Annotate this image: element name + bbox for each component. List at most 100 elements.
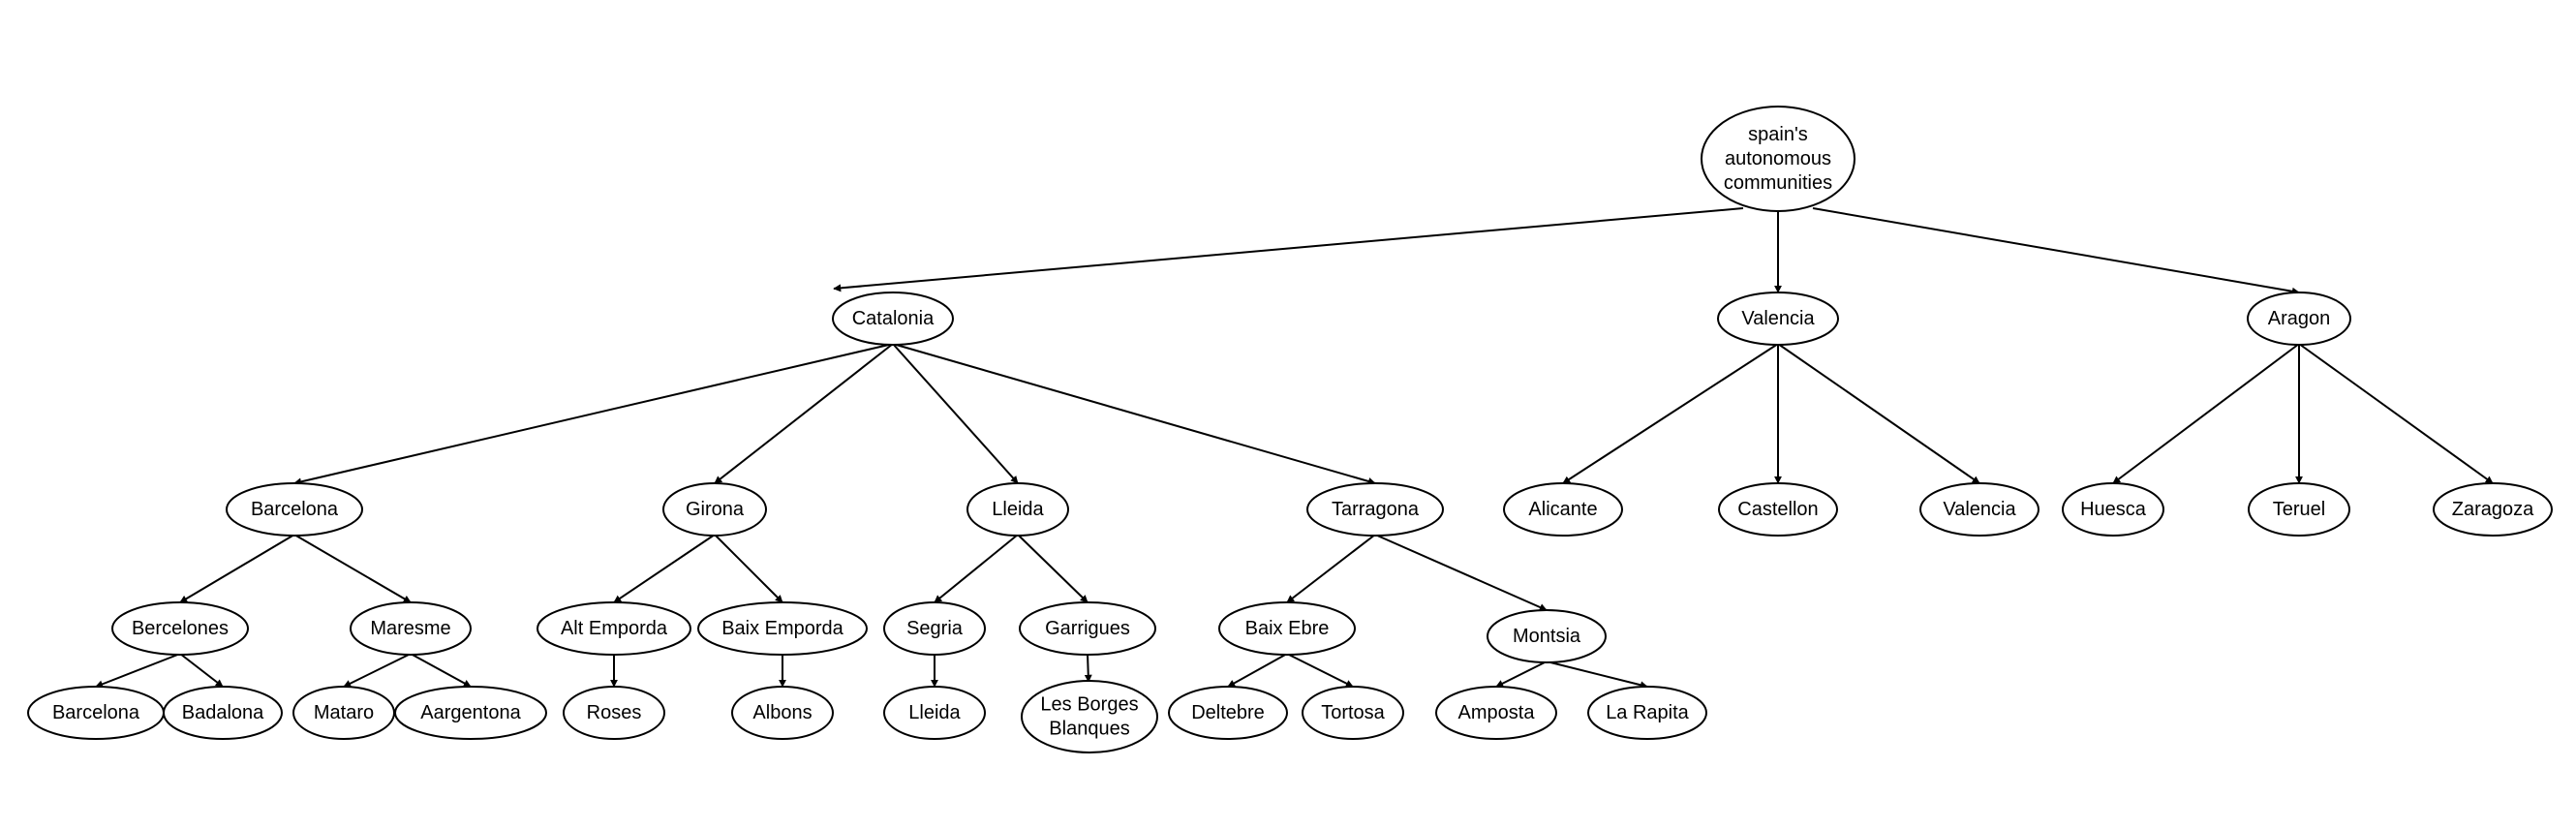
node-label-amposta: Amposta — [1458, 702, 1536, 723]
node-label-castellon: Castellon — [1737, 499, 1818, 520]
node-label-bercelones: Bercelones — [132, 618, 229, 639]
node-ellipse-la-rapita — [1587, 686, 1707, 740]
node-bercelones: Bercelones — [111, 601, 249, 656]
edge-aragon-to-huesca — [2112, 343, 2300, 484]
node-ellipse-tortosa — [1302, 686, 1404, 740]
node-label-les-borges-blanques-line-1: Les Borges — [1040, 694, 1138, 716]
node-label-aragon: Aragon — [2268, 308, 2331, 329]
node-teruel: Teruel — [2248, 482, 2350, 537]
edge-root-to-aragon — [1812, 207, 2300, 295]
node-label-lleida: Lleida — [992, 499, 1044, 520]
node-ellipse-huesca — [2062, 482, 2164, 537]
edge-girona-to-baix-emporda — [714, 534, 783, 603]
node-ellipse-girona — [662, 482, 767, 537]
node-label-lleida-city: Lleida — [908, 702, 961, 723]
node-ellipse-zaragoza — [2433, 482, 2553, 537]
node-catalonia: Catalonia — [832, 292, 954, 346]
node-label-barcelona: Barcelona — [251, 499, 339, 520]
edge-valencia-to-alicante — [1562, 343, 1779, 484]
node-la-rapita: La Rapita — [1587, 686, 1707, 740]
node-label-deltebre: Deltebre — [1191, 702, 1265, 723]
edge-bercelones-to-badalona — [179, 653, 224, 688]
node-label-segria: Segria — [906, 618, 964, 639]
node-label-huesca: Huesca — [2080, 499, 2147, 520]
node-ellipse-alicante — [1503, 482, 1623, 537]
node-ellipse-alt-emporda — [537, 601, 691, 656]
node-ellipse-montsia — [1487, 609, 1607, 663]
edge-maresme-to-aargentona — [410, 653, 472, 688]
node-aargentona: Aargentona — [394, 686, 547, 740]
edge-baix-ebre-to-deltebre — [1227, 653, 1288, 688]
node-lleida: Lleida — [966, 482, 1069, 537]
edge-montsia-to-la-rapita — [1546, 660, 1648, 690]
edge-lleida-to-segria — [934, 534, 1019, 603]
node-maresme: Maresme — [350, 601, 472, 656]
node-ellipse-aragon — [2247, 292, 2351, 346]
node-ellipse-les-borges-blanques — [1021, 680, 1158, 753]
edge-lleida-to-garrigues — [1017, 534, 1089, 603]
node-label-aargentona: Aargentona — [420, 702, 521, 723]
node-girona: Girona — [662, 482, 767, 537]
node-amposta: Amposta — [1435, 686, 1557, 740]
node-ellipse-castellon — [1718, 482, 1838, 537]
node-castellon: Castellon — [1718, 482, 1838, 537]
node-garrigues: Garrigues — [1019, 601, 1156, 656]
edge-aragon-to-zaragoza — [2298, 343, 2494, 484]
node-ellipse-deltebre — [1168, 686, 1288, 740]
node-label-root-line-1: spain's — [1748, 124, 1808, 145]
node-label-valencia-city: Valencia — [1943, 499, 2016, 520]
edge-barcelona-to-maresme — [293, 534, 412, 603]
node-label-tortosa: Tortosa — [1321, 702, 1385, 723]
node-huesca: Huesca — [2062, 482, 2164, 537]
node-ellipse-aargentona — [394, 686, 547, 740]
node-label-baix-ebre: Baix Ebre — [1245, 618, 1330, 639]
edge-catalonia-to-girona — [714, 343, 894, 484]
node-aragon: Aragon — [2247, 292, 2351, 346]
edge-root-to-catalonia — [833, 207, 1744, 292]
node-ellipse-lleida-city — [883, 686, 986, 740]
edge-baix-ebre-to-tortosa — [1286, 653, 1354, 688]
node-label-root-line-3: communities — [1724, 172, 1832, 194]
node-ellipse-root — [1701, 106, 1855, 212]
node-ellipse-teruel — [2248, 482, 2350, 537]
node-ellipse-garrigues — [1019, 601, 1156, 656]
edge-garrigues-to-les-borges-blanques — [1084, 653, 1092, 683]
edge-girona-to-alt-emporda — [613, 534, 716, 603]
node-label-tarragona: Tarragona — [1332, 499, 1420, 520]
edge-tarragona-to-baix-ebre — [1286, 534, 1376, 603]
node-ellipse-amposta — [1435, 686, 1557, 740]
node-ellipse-segria — [883, 601, 986, 656]
node-label-catalonia: Catalonia — [852, 308, 935, 329]
node-label-la-rapita: La Rapita — [1606, 702, 1689, 723]
node-alicante: Alicante — [1503, 482, 1623, 537]
node-alt-emporda: Alt Emporda — [537, 601, 691, 656]
edge-catalonia-to-lleida — [892, 343, 1019, 484]
node-valencia: Valencia — [1717, 292, 1839, 346]
node-label-badalona: Badalona — [182, 702, 264, 723]
node-ellipse-baix-ebre — [1218, 601, 1356, 656]
node-ellipse-bercelones — [111, 601, 249, 656]
node-baix-ebre: Baix Ebre — [1218, 601, 1356, 656]
node-label-alt-emporda: Alt Emporda — [561, 618, 668, 639]
node-label-zaragoza: Zaragoza — [2452, 499, 2534, 520]
node-label-barcelona-city: Barcelona — [52, 702, 140, 723]
node-albons: Albons — [731, 686, 834, 740]
node-tortosa: Tortosa — [1302, 686, 1404, 740]
edge-bercelones-to-barcelona-city — [95, 653, 181, 689]
node-zaragoza: Zaragoza — [2433, 482, 2553, 537]
edge-montsia-to-amposta — [1495, 660, 1548, 688]
node-segria: Segria — [883, 601, 986, 656]
node-label-baix-emporda: Baix Emporda — [721, 618, 843, 639]
node-label-garrigues: Garrigues — [1045, 618, 1130, 639]
edge-maresme-to-mataro — [343, 653, 412, 688]
node-badalona: Badalona — [163, 686, 283, 740]
node-ellipse-valencia-city — [1919, 482, 2039, 537]
edge-barcelona-to-bercelones — [179, 534, 295, 603]
node-ellipse-albons — [731, 686, 834, 740]
node-ellipse-valencia — [1717, 292, 1839, 346]
node-barcelona-city: Barcelona — [27, 686, 165, 740]
node-tarragona: Tarragona — [1306, 482, 1444, 537]
node-label-alicante: Alicante — [1528, 499, 1597, 520]
